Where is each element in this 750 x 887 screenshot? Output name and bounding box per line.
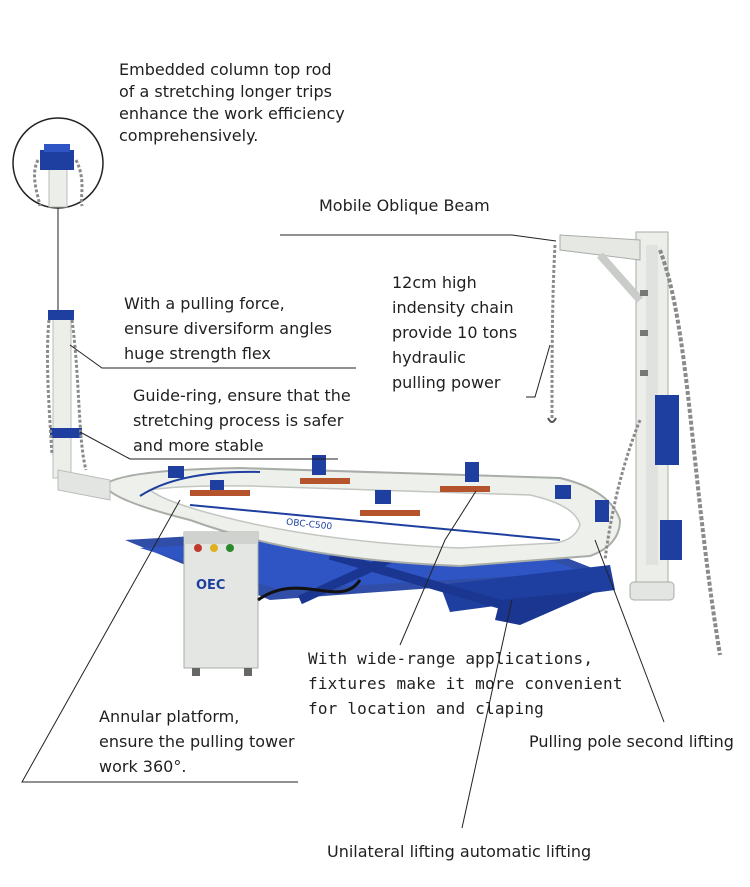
top-rod-inset [12,117,104,209]
pump-brand-logo: OEC [196,578,226,593]
callout-wide-range: With wide-range applications, fixtures m… [308,649,623,718]
callout-pulling-force: With a pulling force, ensure diversiform… [124,294,333,363]
left-pulling-pole [46,310,111,501]
leader-lines [21,208,665,829]
callout-second-lifting: Pulling pole second lifting [529,732,734,751]
callout-oblique-beam: Mobile Oblique Beam [319,196,490,215]
callout-unilateral-lifting: Unilateral lifting automatic lifting [327,842,592,861]
pulling-tower [547,231,722,656]
callout-top-rod: Embedded column top rod of a stretching … [119,60,345,145]
callout-guide-ring: Guide-ring, ensure that the stretching p… [133,386,351,455]
clamp-fixtures [168,455,609,522]
callout-chain: 12cm high indensity chain provide 10 ton… [392,273,518,392]
pump-cabinet [183,531,362,676]
callout-annular-platform: Annular platform, ensure the pulling tow… [99,707,295,776]
